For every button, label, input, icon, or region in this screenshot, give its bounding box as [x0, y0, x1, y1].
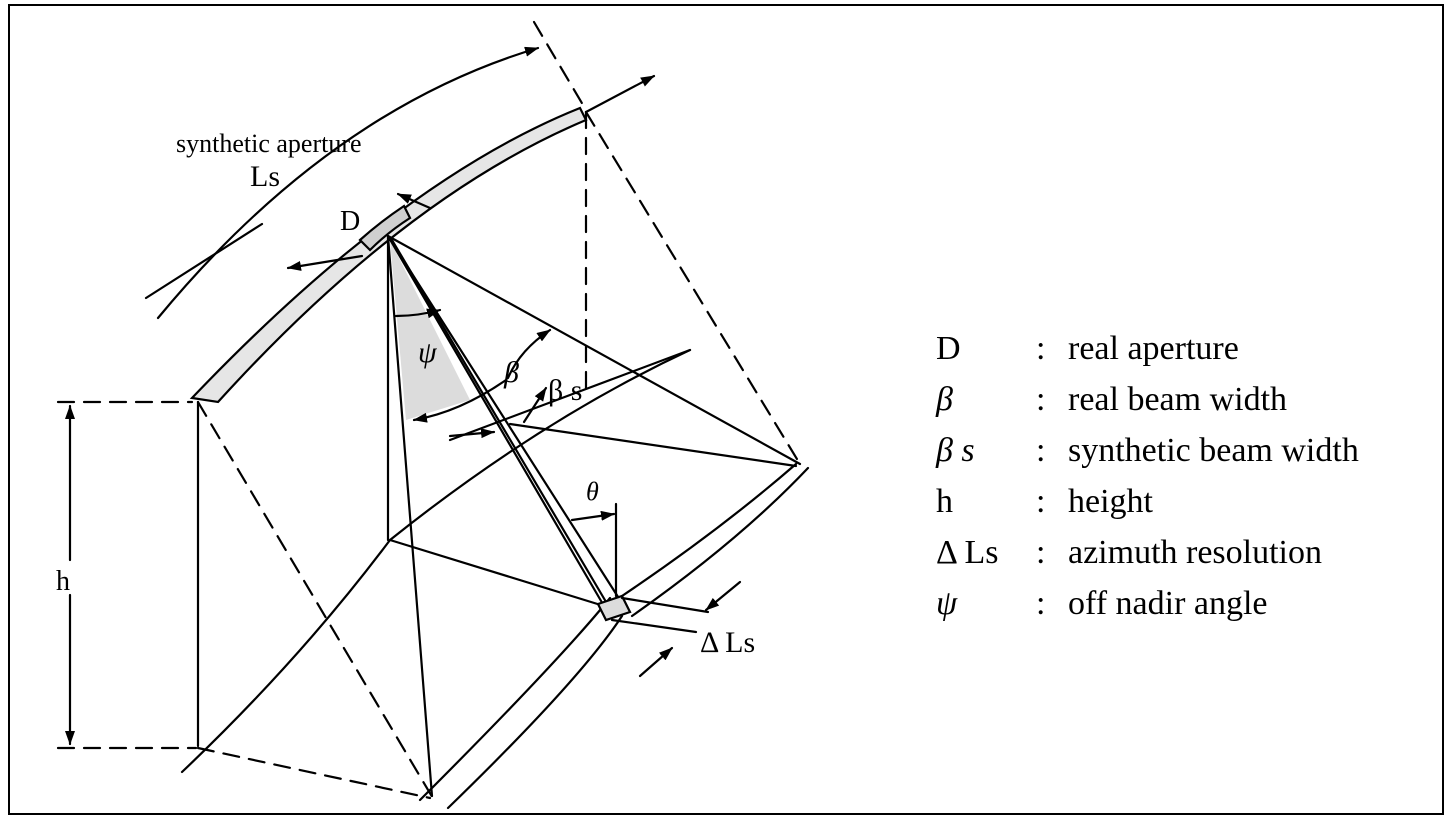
right-slant-dashed: [584, 110, 802, 466]
delta-ls-arrow-bottom: [638, 646, 674, 678]
psi-arc: [394, 308, 442, 319]
legend-colon: :: [1036, 381, 1046, 418]
d-label: D: [340, 206, 360, 237]
legend-symbol: D: [936, 330, 961, 367]
d-arrow-top: [396, 192, 432, 210]
ground-far-arc-2: [446, 614, 624, 810]
delta-ls-arrow-top: [704, 580, 742, 612]
legend-colon: :: [1036, 585, 1046, 622]
ls-label: Ls: [250, 160, 280, 193]
legend-description: off nadir angle: [1068, 585, 1268, 622]
d-arrow-bottom: [286, 254, 364, 271]
orbit-band: [189, 106, 588, 404]
legend-colon: :: [1036, 330, 1046, 367]
upper-right-edge: [508, 422, 798, 468]
legend-symbol: ψ: [936, 585, 958, 622]
ground-far-right-arc-1: [620, 462, 798, 598]
legend-colon: :: [1036, 432, 1046, 469]
beta-s-arrow-1: [448, 428, 496, 439]
footprint-cell: [596, 594, 632, 622]
psi-label: ψ: [418, 336, 438, 369]
legend-symbol: h: [936, 483, 953, 520]
delta-ls-guide-1: [620, 596, 710, 614]
beam-edge-3: [390, 238, 614, 614]
beta-s-label: β s: [548, 374, 582, 407]
legend-description: azimuth resolution: [1068, 534, 1323, 571]
legend-row-real-aperture: D : real aperture: [936, 326, 1441, 377]
theta-label: θ: [586, 477, 599, 506]
h-label: h: [56, 566, 70, 597]
legend-description: real aperture: [1068, 330, 1239, 367]
legend-symbol: Δ Ls: [936, 534, 999, 571]
beta-arc-2: [506, 328, 552, 380]
legend-row-synthetic-beam-width: β s : synthetic beam width: [936, 428, 1441, 479]
left-slant-dashed: [196, 400, 436, 802]
legend: D : real aperture β : real beam width β …: [936, 326, 1441, 632]
legend-row-real-beam-width: β : real beam width: [936, 377, 1441, 428]
legend-row-off-nadir-angle: ψ : off nadir angle: [936, 581, 1441, 632]
theta-arrow: [570, 510, 616, 522]
delta-ls-label: Δ Ls: [700, 626, 755, 659]
orbit-direction-arrow: [584, 74, 656, 114]
beam-edge-1: [386, 234, 606, 608]
delta-ls-guide-2: [610, 618, 698, 634]
beta-s-arrow-2: [522, 386, 548, 424]
beta-label: β: [503, 356, 519, 389]
beam-footprint-back: [388, 538, 606, 608]
legend-row-azimuth-resolution: Δ Ls : azimuth resolution: [936, 530, 1441, 581]
beta-arc: [412, 378, 508, 423]
ground-bottom-edge: [196, 746, 432, 800]
figure-frame: [8, 4, 1444, 815]
legend-symbol: β s: [936, 432, 975, 469]
ground-far-arc-1: [418, 596, 612, 802]
legend-row-height: h : height: [936, 479, 1441, 530]
ls-extension-left: [144, 222, 264, 300]
legend-description: real beam width: [1068, 381, 1288, 418]
psi-shade: [390, 240, 470, 420]
legend-symbol: β: [936, 381, 953, 418]
ground-inner-arc: [388, 348, 692, 542]
legend-description: height: [1068, 483, 1153, 520]
synthetic-aperture-label: synthetic aperture: [176, 129, 362, 158]
legend-description: synthetic beam width: [1068, 432, 1359, 469]
ground-near-arc: [180, 538, 392, 774]
beam-to-near-corner: [386, 234, 434, 798]
legend-colon: :: [1036, 534, 1046, 571]
ls-dimension-arc: [156, 46, 540, 320]
legend-colon: :: [1036, 483, 1046, 520]
ls-extension-right: [532, 20, 588, 112]
ground-far-right-arc-2: [630, 466, 810, 618]
beam-to-far-corner: [386, 234, 802, 466]
beta-s-line: [448, 348, 692, 442]
real-aperture-segment: [358, 204, 412, 252]
